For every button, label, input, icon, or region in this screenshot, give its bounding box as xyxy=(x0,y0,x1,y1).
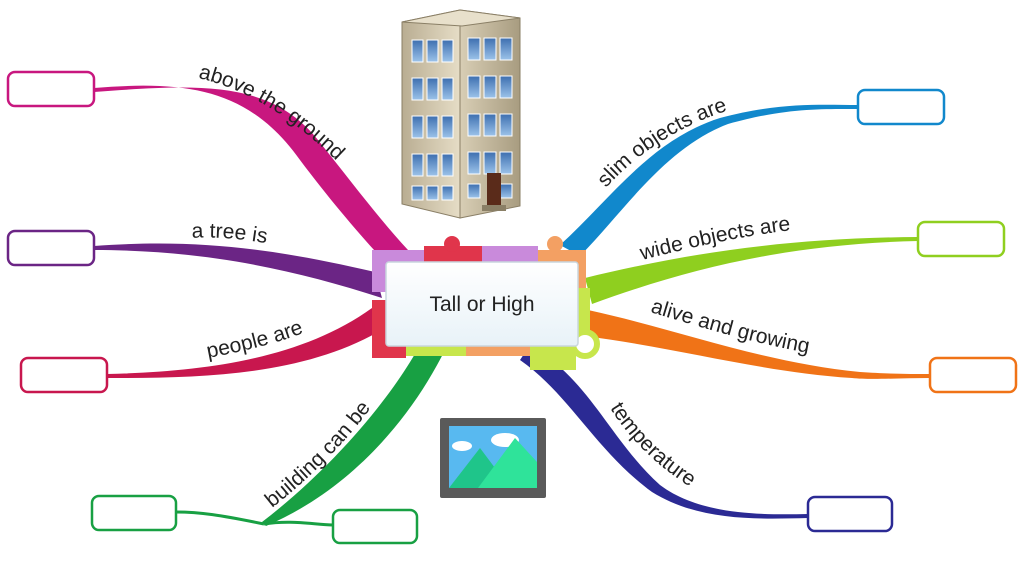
building-window xyxy=(441,39,454,63)
building-window xyxy=(499,151,513,175)
answer-box-wide-objects-are[interactable] xyxy=(916,220,1006,258)
answer-box-people-are[interactable] xyxy=(19,356,109,394)
branch-label-text: a tree is xyxy=(191,219,269,248)
building-window xyxy=(426,153,439,177)
building-window xyxy=(467,37,481,61)
building-window xyxy=(441,115,454,139)
building-window xyxy=(467,151,481,175)
central-topic-title: Tall or High xyxy=(429,293,534,316)
branch-label-a-tree-is: a tree is xyxy=(191,219,269,248)
branch-slim-objects-are xyxy=(560,104,858,256)
central-topic-box xyxy=(385,261,579,347)
branch-alive-and-growing xyxy=(584,310,930,379)
building-window xyxy=(441,185,454,201)
building-window xyxy=(441,153,454,177)
building-windows xyxy=(411,37,513,201)
answer-boxes xyxy=(6,70,1018,545)
puzzle-knob xyxy=(547,236,563,252)
building-window xyxy=(426,39,439,63)
building-window xyxy=(483,151,497,175)
puzzle-knob xyxy=(444,236,460,252)
answer-box-a-tree-is[interactable] xyxy=(6,229,96,267)
branch-wide-objects-are xyxy=(585,237,918,304)
picture-mountain-front xyxy=(478,438,537,488)
building-window xyxy=(411,115,424,139)
branch-building-sub-1 xyxy=(175,510,265,526)
building-window xyxy=(467,75,481,99)
answer-box-building-2[interactable] xyxy=(331,508,419,545)
building-door xyxy=(487,173,501,205)
branch-people-are xyxy=(107,308,378,378)
building-window xyxy=(483,75,497,99)
building-window xyxy=(483,113,497,137)
central-topic[interactable]: Tall or High xyxy=(385,261,579,347)
building-window xyxy=(426,77,439,101)
branch-temperature xyxy=(520,345,808,519)
building-window xyxy=(411,185,424,201)
building-window xyxy=(499,183,513,199)
building-window xyxy=(499,37,513,61)
branch-label-text: above the ground xyxy=(197,60,349,164)
answer-box-above-the-ground[interactable] xyxy=(6,70,96,108)
answer-box-slim-objects-are[interactable] xyxy=(856,88,946,126)
image-placeholder-icon xyxy=(440,418,546,498)
building-window xyxy=(411,39,424,63)
building-window xyxy=(467,113,481,137)
branch-building-sub-2 xyxy=(263,520,334,527)
picture-cloud xyxy=(452,441,472,451)
building-window xyxy=(411,77,424,101)
answer-box-alive-and-growing[interactable] xyxy=(928,356,1018,394)
building-window xyxy=(483,37,497,61)
building-window xyxy=(499,75,513,99)
building-window xyxy=(499,113,513,137)
building-window xyxy=(426,185,439,201)
building-window xyxy=(441,77,454,101)
branch-building-can-be xyxy=(262,345,445,526)
branch-label-above-the-ground: above the ground xyxy=(197,60,349,164)
branch-label-slim-objects-are: slim objects are xyxy=(593,93,730,191)
office-building-icon xyxy=(401,9,521,219)
building-window xyxy=(467,183,481,199)
answer-box-building-1[interactable] xyxy=(90,494,178,532)
building-window xyxy=(426,115,439,139)
branch-a-tree-is xyxy=(94,243,382,298)
building-window xyxy=(411,153,424,177)
building-roof xyxy=(401,9,521,27)
building-step xyxy=(482,205,506,211)
answer-box-temperature[interactable] xyxy=(806,495,894,533)
branch-above-the-ground xyxy=(94,85,408,263)
branch-label-text: slim objects are xyxy=(593,93,730,191)
